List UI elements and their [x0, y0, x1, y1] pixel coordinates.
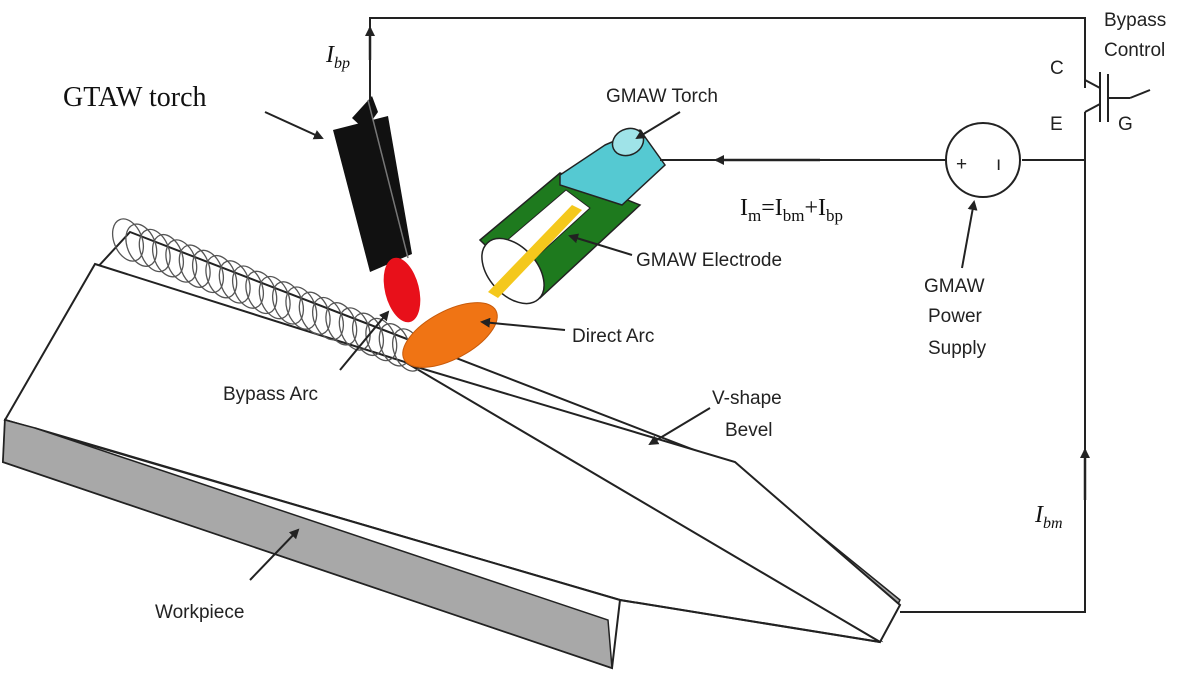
- eq-bp: bp: [826, 206, 843, 225]
- direct-arc: [402, 302, 498, 368]
- gmaw-electrode-wire: [488, 205, 582, 298]
- v-shape-label: V-shape: [712, 388, 782, 409]
- gtaw-torch-tip: [383, 257, 421, 323]
- bevel-label: Bevel: [725, 420, 773, 441]
- weld-bead: [111, 218, 425, 372]
- i-bp-label: Ibp: [325, 42, 350, 72]
- i-bp-base: I: [325, 42, 335, 68]
- power-supply-minus: ı: [996, 154, 1001, 175]
- eq-m: m: [748, 206, 761, 225]
- terminal-g-label: G: [1118, 114, 1133, 135]
- eq-bm: bm: [783, 206, 805, 225]
- i-bm-base: I: [1034, 502, 1044, 528]
- gtaw-torch: [333, 96, 421, 323]
- eq-i: I: [740, 195, 748, 221]
- gmaw-torch: [478, 127, 666, 305]
- gmaw-torch-label: GMAW Torch: [606, 86, 718, 107]
- power-supply-label-line2: Power: [928, 306, 983, 327]
- direct-arc-label: Direct Arc: [572, 326, 654, 347]
- gtaw-torch-label: GTAW torch: [63, 82, 207, 113]
- workpiece-label: Workpiece: [155, 602, 244, 623]
- gmaw-electrode-label: GMAW Electrode: [636, 250, 782, 271]
- bypass-arc-label: Bypass Arc: [223, 384, 318, 405]
- i-bm-sub: bm: [1043, 515, 1063, 532]
- terminal-c-label: C: [1050, 58, 1064, 79]
- bypass-control-label-line1: Bypass: [1104, 10, 1166, 31]
- eq-plus: +I: [805, 195, 827, 221]
- i-bp-sub: bp: [334, 55, 350, 72]
- power-supply-label-line3: Supply: [928, 338, 987, 359]
- workpiece-edge: [619, 599, 881, 643]
- terminal-e-label: E: [1050, 114, 1063, 135]
- gmaw-power-supply-symbol: [945, 122, 1021, 198]
- eq-equals: =I: [761, 195, 783, 221]
- i-bm-label: Ibm: [1034, 502, 1063, 532]
- power-supply-label-line1: GMAW: [924, 276, 985, 297]
- current-equation: Im=Ibm+Ibp: [740, 195, 843, 225]
- workpiece-edge: [34, 427, 621, 601]
- pointer-arrows: [249, 111, 978, 581]
- workpiece-side-shade: [2, 419, 613, 670]
- bypass-control-switch: [1084, 72, 1151, 122]
- power-supply-plus: +: [956, 154, 967, 175]
- workpiece: [1, 230, 902, 670]
- bypass-control-label-line2: Control: [1104, 40, 1165, 61]
